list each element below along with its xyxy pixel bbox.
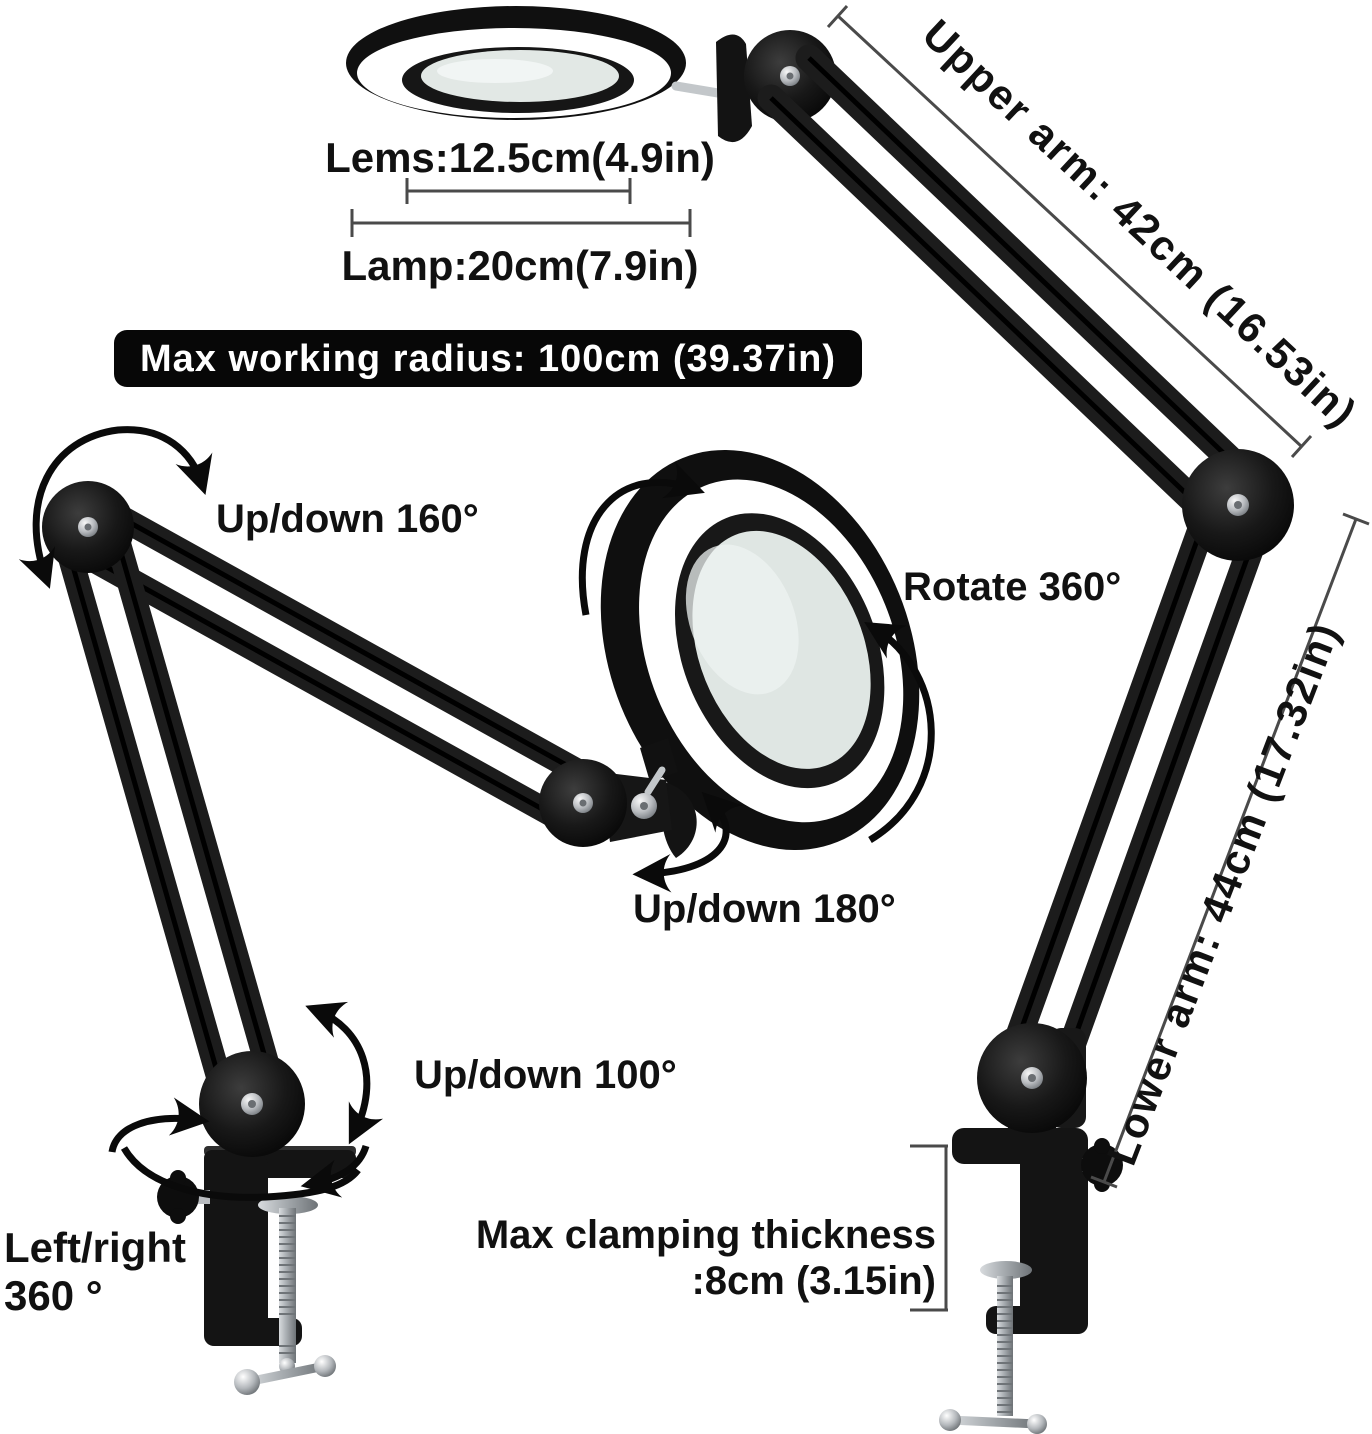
lower-arm (51, 508, 289, 1123)
t-handle-ball (1027, 1414, 1047, 1434)
joint-pin-center (1028, 1074, 1036, 1082)
knob-lobe (1094, 1138, 1110, 1154)
lower-arm-dimension-line (1090, 512, 1370, 1189)
left-arm-assembly (42, 481, 608, 1123)
lower-arm (993, 482, 1277, 1101)
joint-pin-center (579, 799, 587, 807)
motion-arrows (18, 426, 935, 1201)
desk-clamp-left (157, 1051, 356, 1395)
left-right-360-label-line1: Left/right (4, 1224, 186, 1271)
left-right-360-arrow-tip (300, 1144, 370, 1198)
head-pivot-fin (716, 34, 752, 143)
left-right-360-arrow-back (108, 1097, 210, 1153)
rotate-360-label: Rotate 360° (903, 565, 1121, 609)
up-down-180-arrow (632, 791, 743, 893)
banner-label: Max working radius: 100cm (39.37in) (140, 338, 836, 380)
clamp-screw-pad (980, 1261, 1032, 1279)
banner-background (114, 330, 862, 387)
up-down-160-label: Up/down 160° (216, 497, 479, 541)
clamp-screw-pad (258, 1196, 318, 1214)
rotate-360-arrow-top (578, 461, 705, 616)
right-arm-assembly (757, 44, 1294, 1101)
screw-threads (997, 1285, 1013, 1413)
clamp-spine (1020, 1128, 1088, 1334)
knob-lobe (170, 1208, 186, 1224)
t-handle-ball (939, 1409, 961, 1431)
max-radius-banner: Max working radius: 100cm (39.37in) (114, 330, 862, 387)
clamp-spine (204, 1150, 268, 1346)
clamp-t-handle (945, 1415, 1042, 1429)
knob-lobe (170, 1170, 186, 1186)
bracket-pin-center (640, 802, 648, 810)
lens-dimension-label: Lems:12.5cm(4.9in) (325, 134, 715, 181)
lamp-dimension-label: Lamp:20cm(7.9in) (341, 242, 698, 289)
upper-arm-dimension-line (826, 4, 1313, 459)
lens-dimension (405, 178, 632, 204)
upper-arm (757, 44, 1271, 539)
clamp-dimension (910, 1144, 948, 1312)
screw-threads (279, 1215, 296, 1354)
left-right-360-label-line2: 360 ° (4, 1272, 103, 1319)
lamp-dimension-line (350, 209, 692, 237)
clamp-knob (1081, 1144, 1123, 1186)
ring-mount-tab (640, 738, 678, 782)
top-lamp-head (346, 6, 836, 143)
upper-arm-groove (769, 96, 1221, 527)
clamp-thickness-label-line2: :8cm (3.15in) (691, 1259, 936, 1303)
t-handle-ball (234, 1369, 260, 1395)
joint-pin-center (786, 72, 794, 80)
desk-clamp-right (939, 1023, 1123, 1434)
up-down-160-arrow (18, 426, 213, 589)
up-down-100-label: Up/down 100° (414, 1053, 677, 1097)
middle-lamp-head (600, 450, 920, 850)
head-pivot-rod (671, 81, 729, 99)
clamp-thickness-label-line1: Max clamping thickness (476, 1213, 936, 1257)
joint-pin-center (248, 1100, 256, 1108)
clamp-bottom-jaw (204, 1318, 302, 1346)
up-down-100-arrow (305, 1001, 384, 1145)
upper-arm-groove (74, 547, 573, 828)
lens-highlight (685, 544, 799, 695)
lower-arm-groove (61, 534, 231, 1111)
lower-arm-groove (1054, 513, 1266, 1088)
lower-arm-groove (1004, 495, 1216, 1070)
rotate-360-arrow-bottom (864, 621, 935, 843)
up-down-180-label: Up/down 180° (633, 887, 896, 931)
t-handle-ball (314, 1355, 336, 1377)
lower-arm-dimension (1090, 512, 1370, 1189)
lower-arm-groove (109, 520, 279, 1097)
joint-pin-center (84, 523, 92, 531)
joint-pin-center (1234, 501, 1242, 509)
upper-arm-dimension (826, 4, 1313, 459)
mount-pivot-rod (644, 766, 666, 796)
clamp-screw-rod (997, 1276, 1013, 1416)
lens-dimension-line (405, 178, 632, 204)
clamp-t-handle (242, 1361, 330, 1387)
lens-highlight (437, 59, 553, 83)
lamp-dimension (350, 209, 692, 237)
upper-arm-groove (807, 56, 1259, 487)
clamp-dimension-line (910, 1144, 948, 1312)
